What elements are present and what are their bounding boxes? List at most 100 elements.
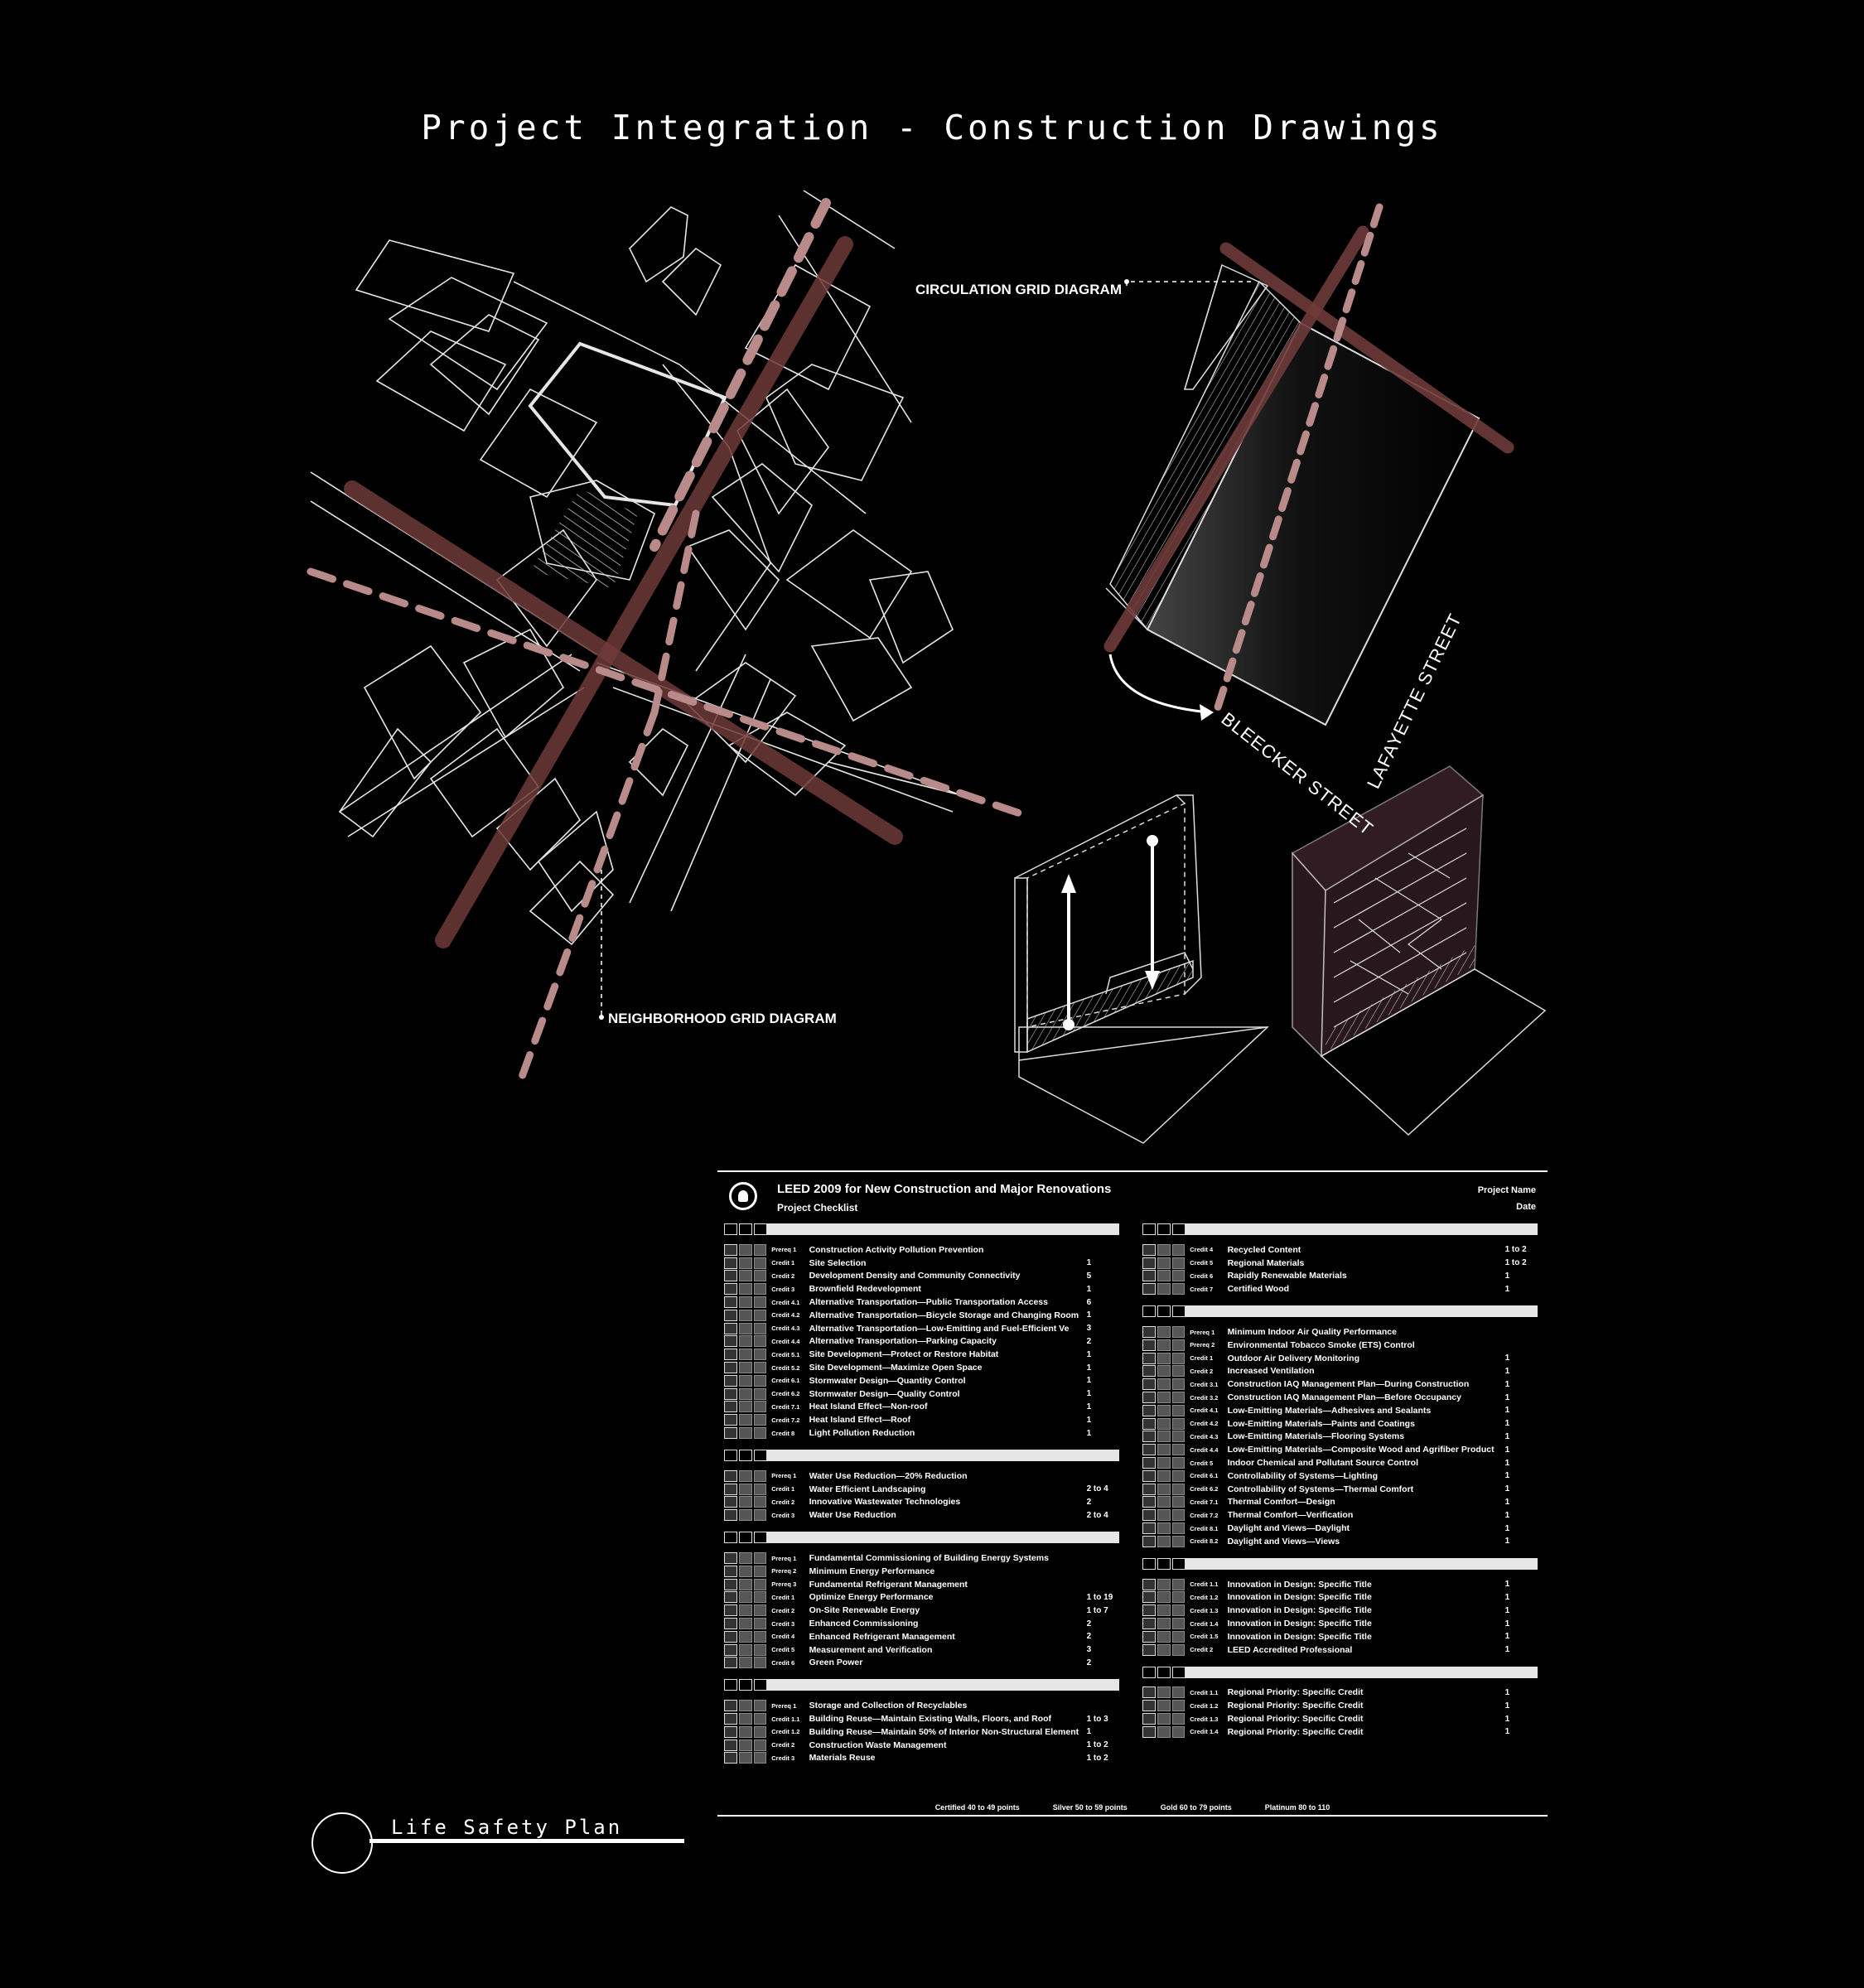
credit-name: Enhanced Commissioning (809, 1619, 919, 1629)
credit-code: Credit 2 (771, 1741, 795, 1749)
row-check-cells[interactable] (724, 1322, 767, 1334)
row-check-cells[interactable] (1142, 1326, 1186, 1339)
row-check-cells[interactable] (724, 1509, 767, 1522)
credit-code: Credit 1.2 (1190, 1701, 1219, 1710)
section-score-boxes (1142, 1305, 1186, 1318)
row-check-cells[interactable] (724, 1700, 767, 1712)
row-check-cells[interactable] (724, 1739, 767, 1751)
row-check-cells[interactable] (1142, 1496, 1186, 1508)
row-check-cells[interactable] (1142, 1404, 1186, 1416)
credit-code: Prereq 1 (1190, 1328, 1215, 1336)
row-check-cells[interactable] (1142, 1630, 1186, 1643)
row-check-cells[interactable] (724, 1618, 767, 1630)
row-check-cells[interactable] (724, 1401, 767, 1413)
row-check-cells[interactable] (724, 1243, 767, 1256)
row-check-cells[interactable] (724, 1427, 767, 1440)
credit-name: Regional Priority: Specific Credit (1227, 1701, 1364, 1711)
row-check-cells[interactable] (1142, 1522, 1186, 1535)
row-check-cells[interactable] (1142, 1604, 1186, 1617)
row-check-cells[interactable] (1142, 1431, 1186, 1443)
row-check-cells[interactable] (1142, 1618, 1186, 1630)
row-check-cells[interactable] (724, 1335, 767, 1348)
row-check-cells[interactable] (724, 1496, 767, 1508)
row-check-cells[interactable] (1142, 1339, 1186, 1351)
row-check-cells[interactable] (724, 1349, 767, 1361)
row-check-cells[interactable] (724, 1565, 767, 1577)
row-check-cells[interactable] (1142, 1270, 1186, 1282)
row-check-cells[interactable] (1142, 1643, 1186, 1656)
credit-code: Credit 1 (1190, 1354, 1214, 1363)
row-check-cells[interactable] (1142, 1457, 1186, 1469)
leed-certification-legend: Certified 40 to 49 points Silver 50 to 5… (717, 1803, 1548, 1812)
row-check-cells[interactable] (1142, 1417, 1186, 1430)
row-check-cells[interactable] (724, 1643, 767, 1656)
credit-code: Credit 7.1 (1190, 1498, 1219, 1506)
row-check-cells[interactable] (724, 1630, 767, 1643)
row-check-cells[interactable] (1142, 1713, 1186, 1725)
row-check-cells[interactable] (1142, 1392, 1186, 1404)
row-check-cells[interactable] (1142, 1578, 1186, 1590)
row-check-cells[interactable] (724, 1414, 767, 1426)
row-check-cells[interactable] (724, 1713, 767, 1725)
row-check-cells[interactable] (724, 1309, 767, 1321)
row-check-cells[interactable] (1142, 1700, 1186, 1712)
row-check-cells[interactable] (1142, 1483, 1186, 1495)
section-spacer (717, 1543, 1119, 1551)
row-check-cells[interactable] (1142, 1509, 1186, 1522)
row-check-cells[interactable] (724, 1483, 767, 1495)
credit-code: Prereq 1 (771, 1701, 797, 1710)
row-check-cells[interactable] (724, 1725, 767, 1738)
row-check-cells[interactable] (1142, 1686, 1186, 1699)
row-check-cells[interactable] (1142, 1257, 1186, 1269)
row-check-cells[interactable] (724, 1552, 767, 1565)
row-check-cells[interactable] (1142, 1378, 1186, 1391)
row-check-cells[interactable] (1142, 1243, 1186, 1256)
row-check-cells[interactable] (1142, 1725, 1186, 1738)
row-check-cells[interactable] (724, 1387, 767, 1400)
credit-points: 1 (1086, 1389, 1092, 1399)
credit-name: Materials Reuse (809, 1753, 876, 1764)
row-check-cells[interactable] (724, 1657, 767, 1669)
credit-code: Credit 5.1 (771, 1350, 800, 1358)
section-spacer (717, 1235, 1119, 1243)
row-check-cells[interactable] (724, 1362, 767, 1374)
row-check-cells[interactable] (724, 1283, 767, 1296)
credit-points: 3 (1086, 1645, 1092, 1655)
row-check-cells[interactable] (724, 1270, 767, 1282)
row-check-cells[interactable] (1142, 1535, 1186, 1547)
row-check-cells[interactable] (1142, 1469, 1186, 1482)
neighborhood-axis-bands (307, 198, 1031, 1081)
credit-points: 2 (1086, 1657, 1092, 1667)
credit-points: 1 to 2 (1086, 1740, 1108, 1750)
row-check-cells[interactable] (724, 1591, 767, 1604)
credit-name: Site Development—Protect or Restore Habi… (809, 1349, 999, 1360)
row-check-cells[interactable] (724, 1752, 767, 1764)
credit-points: 1 (1086, 1349, 1092, 1359)
row-check-cells[interactable] (724, 1469, 767, 1482)
row-check-cells[interactable] (1142, 1352, 1186, 1364)
row-check-cells[interactable] (1142, 1365, 1186, 1378)
row-check-cells[interactable] (724, 1257, 767, 1269)
row-check-cells[interactable] (724, 1578, 767, 1590)
credit-code: Credit 2 (771, 1271, 795, 1280)
row-check-cells[interactable] (1142, 1444, 1186, 1456)
credit-points: 2 to 4 (1086, 1510, 1108, 1520)
row-check-cells[interactable] (724, 1604, 767, 1617)
row-check-cells[interactable] (1142, 1591, 1186, 1604)
row-check-cells[interactable] (1142, 1283, 1186, 1296)
row-check-cells[interactable] (724, 1374, 767, 1387)
row-check-cells[interactable] (724, 1296, 767, 1309)
